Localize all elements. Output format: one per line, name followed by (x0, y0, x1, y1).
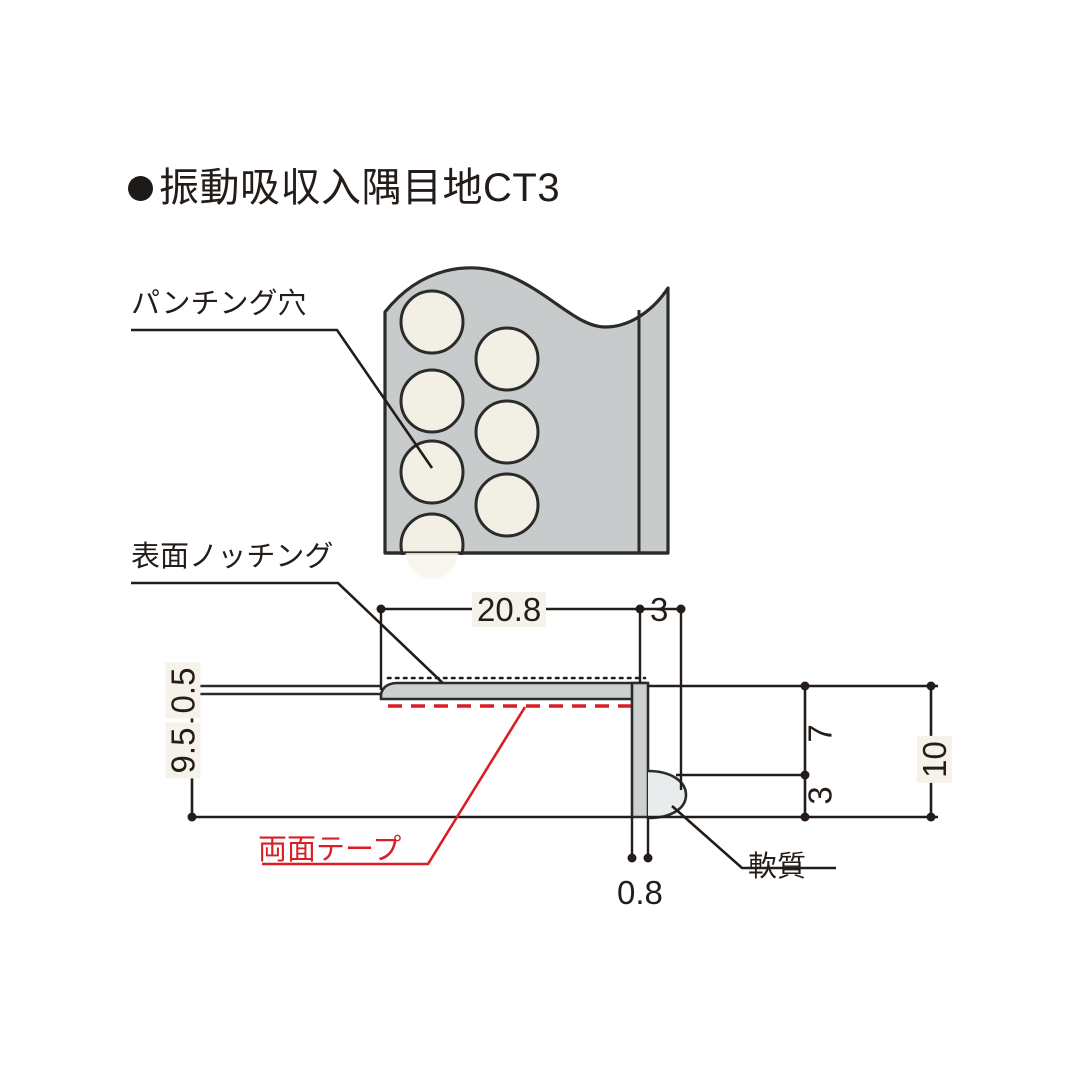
label-soft-material: 軟質 (748, 851, 807, 883)
soft-material-leader (671, 805, 836, 870)
dimension-top-width: 20.8 (472, 592, 547, 627)
tape-leader (262, 706, 527, 866)
hole (474, 399, 540, 465)
soft-material-bulb (647, 769, 688, 820)
hole (474, 326, 540, 392)
surface-notching-leader (131, 581, 449, 689)
cross-section-view (192, 676, 938, 820)
label-punching-holes: パンチング穴 (131, 288, 307, 320)
bullet-icon (128, 175, 153, 201)
dimension-left-thin: 0.5 (164, 662, 201, 719)
dim-dot (926, 681, 936, 691)
perforated-panel-view (383, 266, 673, 595)
dimension-left-height: 9.5 (164, 722, 201, 779)
dim-dot (643, 853, 653, 863)
dim-dot (627, 853, 637, 863)
dim-dot (800, 681, 810, 691)
hole (399, 289, 465, 355)
dimension-right-lower: 3 (801, 786, 839, 805)
dim-dot (187, 812, 197, 822)
notched-strip (379, 681, 648, 701)
dimension-top-right: 3 (650, 591, 669, 628)
hole-shadow (406, 553, 458, 579)
hole (399, 368, 465, 434)
punching-holes-leader (131, 328, 434, 469)
dim-dot (800, 812, 810, 822)
page-title: 振動吸収入隅目地CT3 (128, 168, 560, 208)
hole (474, 472, 540, 538)
label-double-sided-tape: 両面テープ (258, 834, 402, 866)
hole (399, 439, 465, 505)
dimension-bottom-thickness: 0.8 (617, 874, 663, 911)
vertical-leg (630, 681, 650, 819)
dimension-right-upper: 7 (801, 724, 839, 743)
dimension-right-total: 10 (916, 736, 953, 783)
dim-dot (926, 812, 936, 822)
label-surface-notching: 表面ノッチング (131, 541, 334, 573)
page-title-text: 振動吸収入隅目地CT3 (159, 166, 561, 210)
punching-holes (399, 289, 540, 578)
